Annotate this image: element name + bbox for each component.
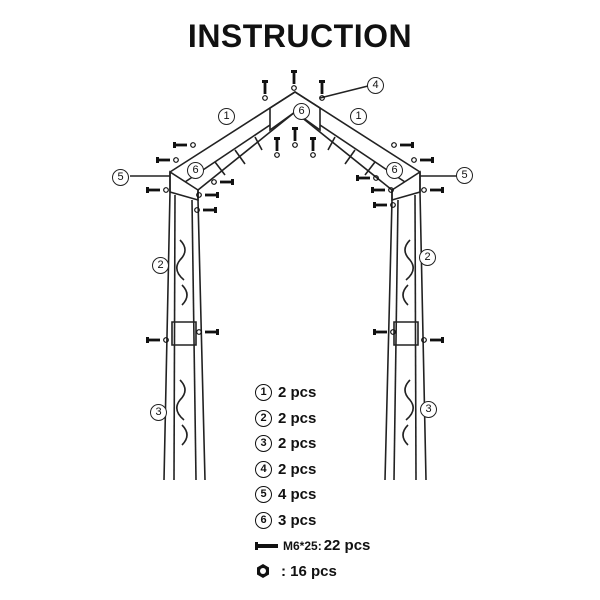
bolt-row: M6*25: 22 pcs bbox=[255, 533, 370, 559]
callout-1-left: 1 bbox=[218, 108, 235, 125]
callout-5-left: 5 bbox=[112, 169, 129, 186]
part-number: 2 bbox=[255, 409, 272, 427]
callout-5-right: 5 bbox=[456, 167, 473, 184]
part-quantity: 2 pcs bbox=[278, 384, 317, 402]
part-row-1: 1 2 pcs bbox=[255, 380, 370, 406]
part-row-6: 6 3 pcs bbox=[255, 508, 370, 534]
page-title: INSTRUCTION bbox=[187, 18, 413, 54]
part-quantity: 2 pcs bbox=[278, 460, 317, 478]
part-number: 1 bbox=[255, 384, 272, 402]
hex-nut-icon bbox=[257, 564, 269, 579]
part-row-5: 5 4 pcs bbox=[255, 482, 370, 508]
callout-2-left: 2 bbox=[152, 257, 169, 274]
callout-6-top: 6 bbox=[293, 103, 310, 120]
part-quantity: 2 pcs bbox=[278, 409, 317, 427]
bolt-quantity: 22 pcs bbox=[323, 537, 371, 555]
part-row-3: 3 2 pcs bbox=[255, 431, 370, 457]
callout-3-right: 3 bbox=[420, 401, 437, 418]
part-row-2: 2 2 pcs bbox=[255, 406, 370, 432]
part-number: 5 bbox=[255, 486, 272, 504]
bolt-icon bbox=[255, 541, 278, 550]
part-quantity: 2 pcs bbox=[278, 435, 317, 453]
parts-list: 1 2 pcs 2 2 pcs 3 2 pcs 4 2 pcs 5 4 pcs 6 3 pc… bbox=[255, 380, 370, 584]
callout-3-left: 3 bbox=[150, 404, 167, 421]
nut-quantity: : 16 pcs bbox=[281, 562, 337, 580]
callout-4: 4 bbox=[367, 77, 384, 94]
part-number: 3 bbox=[255, 435, 272, 453]
callout-6-left: 6 bbox=[187, 162, 204, 179]
nut-row: : 16 pcs bbox=[255, 559, 370, 585]
part-quantity: 3 pcs bbox=[278, 511, 317, 529]
callout-1-right: 1 bbox=[350, 108, 367, 125]
part-number: 4 bbox=[255, 460, 272, 478]
part-row-4: 4 2 pcs bbox=[255, 457, 370, 483]
part-number: 6 bbox=[255, 511, 272, 529]
callout-6-right: 6 bbox=[386, 162, 403, 179]
part-quantity: 4 pcs bbox=[278, 486, 317, 504]
bolt-spec: M6*25: bbox=[283, 538, 322, 553]
callout-2-right: 2 bbox=[419, 249, 436, 266]
